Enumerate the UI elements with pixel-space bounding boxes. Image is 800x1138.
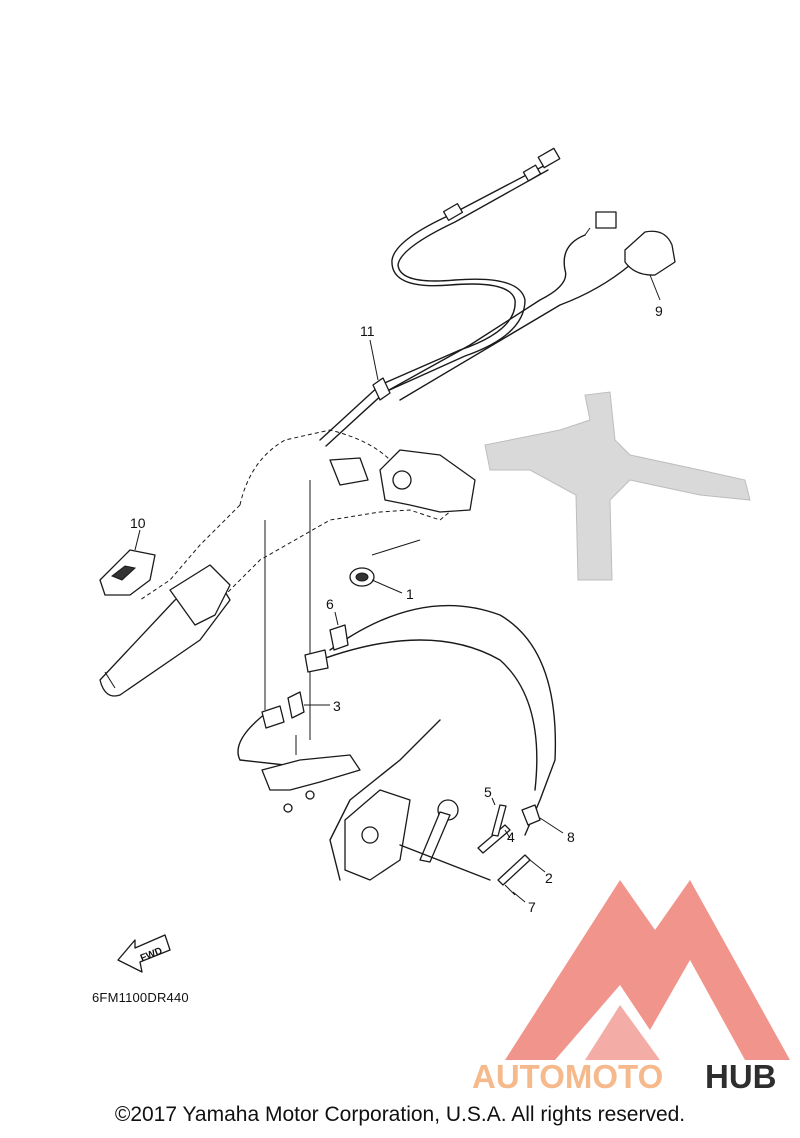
- part-7-pin: [504, 884, 516, 896]
- part-9-connector: [649, 274, 661, 301]
- fwd-arrow-icon: FWD: [117, 934, 171, 973]
- part-2-rod-end: [497, 854, 531, 886]
- callout-6: 6: [326, 596, 334, 612]
- part-5-cable-end: [491, 804, 507, 837]
- part-8-clip: [521, 804, 541, 826]
- callout-1: 1: [406, 586, 414, 602]
- callout-leaders: [134, 339, 564, 903]
- callout-5: 5: [484, 784, 492, 800]
- throttle-cables: [237, 480, 557, 881]
- callout-3: 3: [333, 698, 341, 714]
- part-10-grip: [99, 549, 156, 596]
- callout-8: 8: [567, 829, 575, 845]
- copyright-notice: ©2017 Yamaha Motor Corporation, U.S.A. A…: [114, 1103, 686, 1126]
- logo-text-automoto: AUTOMOTO: [472, 1058, 663, 1095]
- part-6-clip: [304, 624, 349, 673]
- drawing-code: 6FM1100DR440: [92, 990, 189, 1005]
- callout-11: 11: [360, 323, 375, 339]
- engine-bracket-illustration: [484, 391, 751, 581]
- callout-2: 2: [545, 870, 553, 886]
- callout-10: 10: [130, 515, 146, 531]
- callout-7: 7: [528, 899, 536, 915]
- part-1-grommet: [349, 539, 421, 587]
- mount-plate: [261, 735, 361, 813]
- logo-text-hub: HUB: [705, 1058, 777, 1095]
- part-3-clip: [261, 691, 305, 729]
- shift-mechanism: [344, 789, 491, 881]
- automotohub-logo: AUTOMOTO HUB: [472, 880, 790, 1095]
- throttle-housing: [329, 449, 476, 513]
- callout-9: 9: [655, 303, 663, 319]
- callout-4: 4: [507, 829, 515, 845]
- part-11-band: [372, 377, 391, 401]
- cable-bundle: [319, 147, 676, 447]
- tiller-handle-outline: [99, 429, 471, 697]
